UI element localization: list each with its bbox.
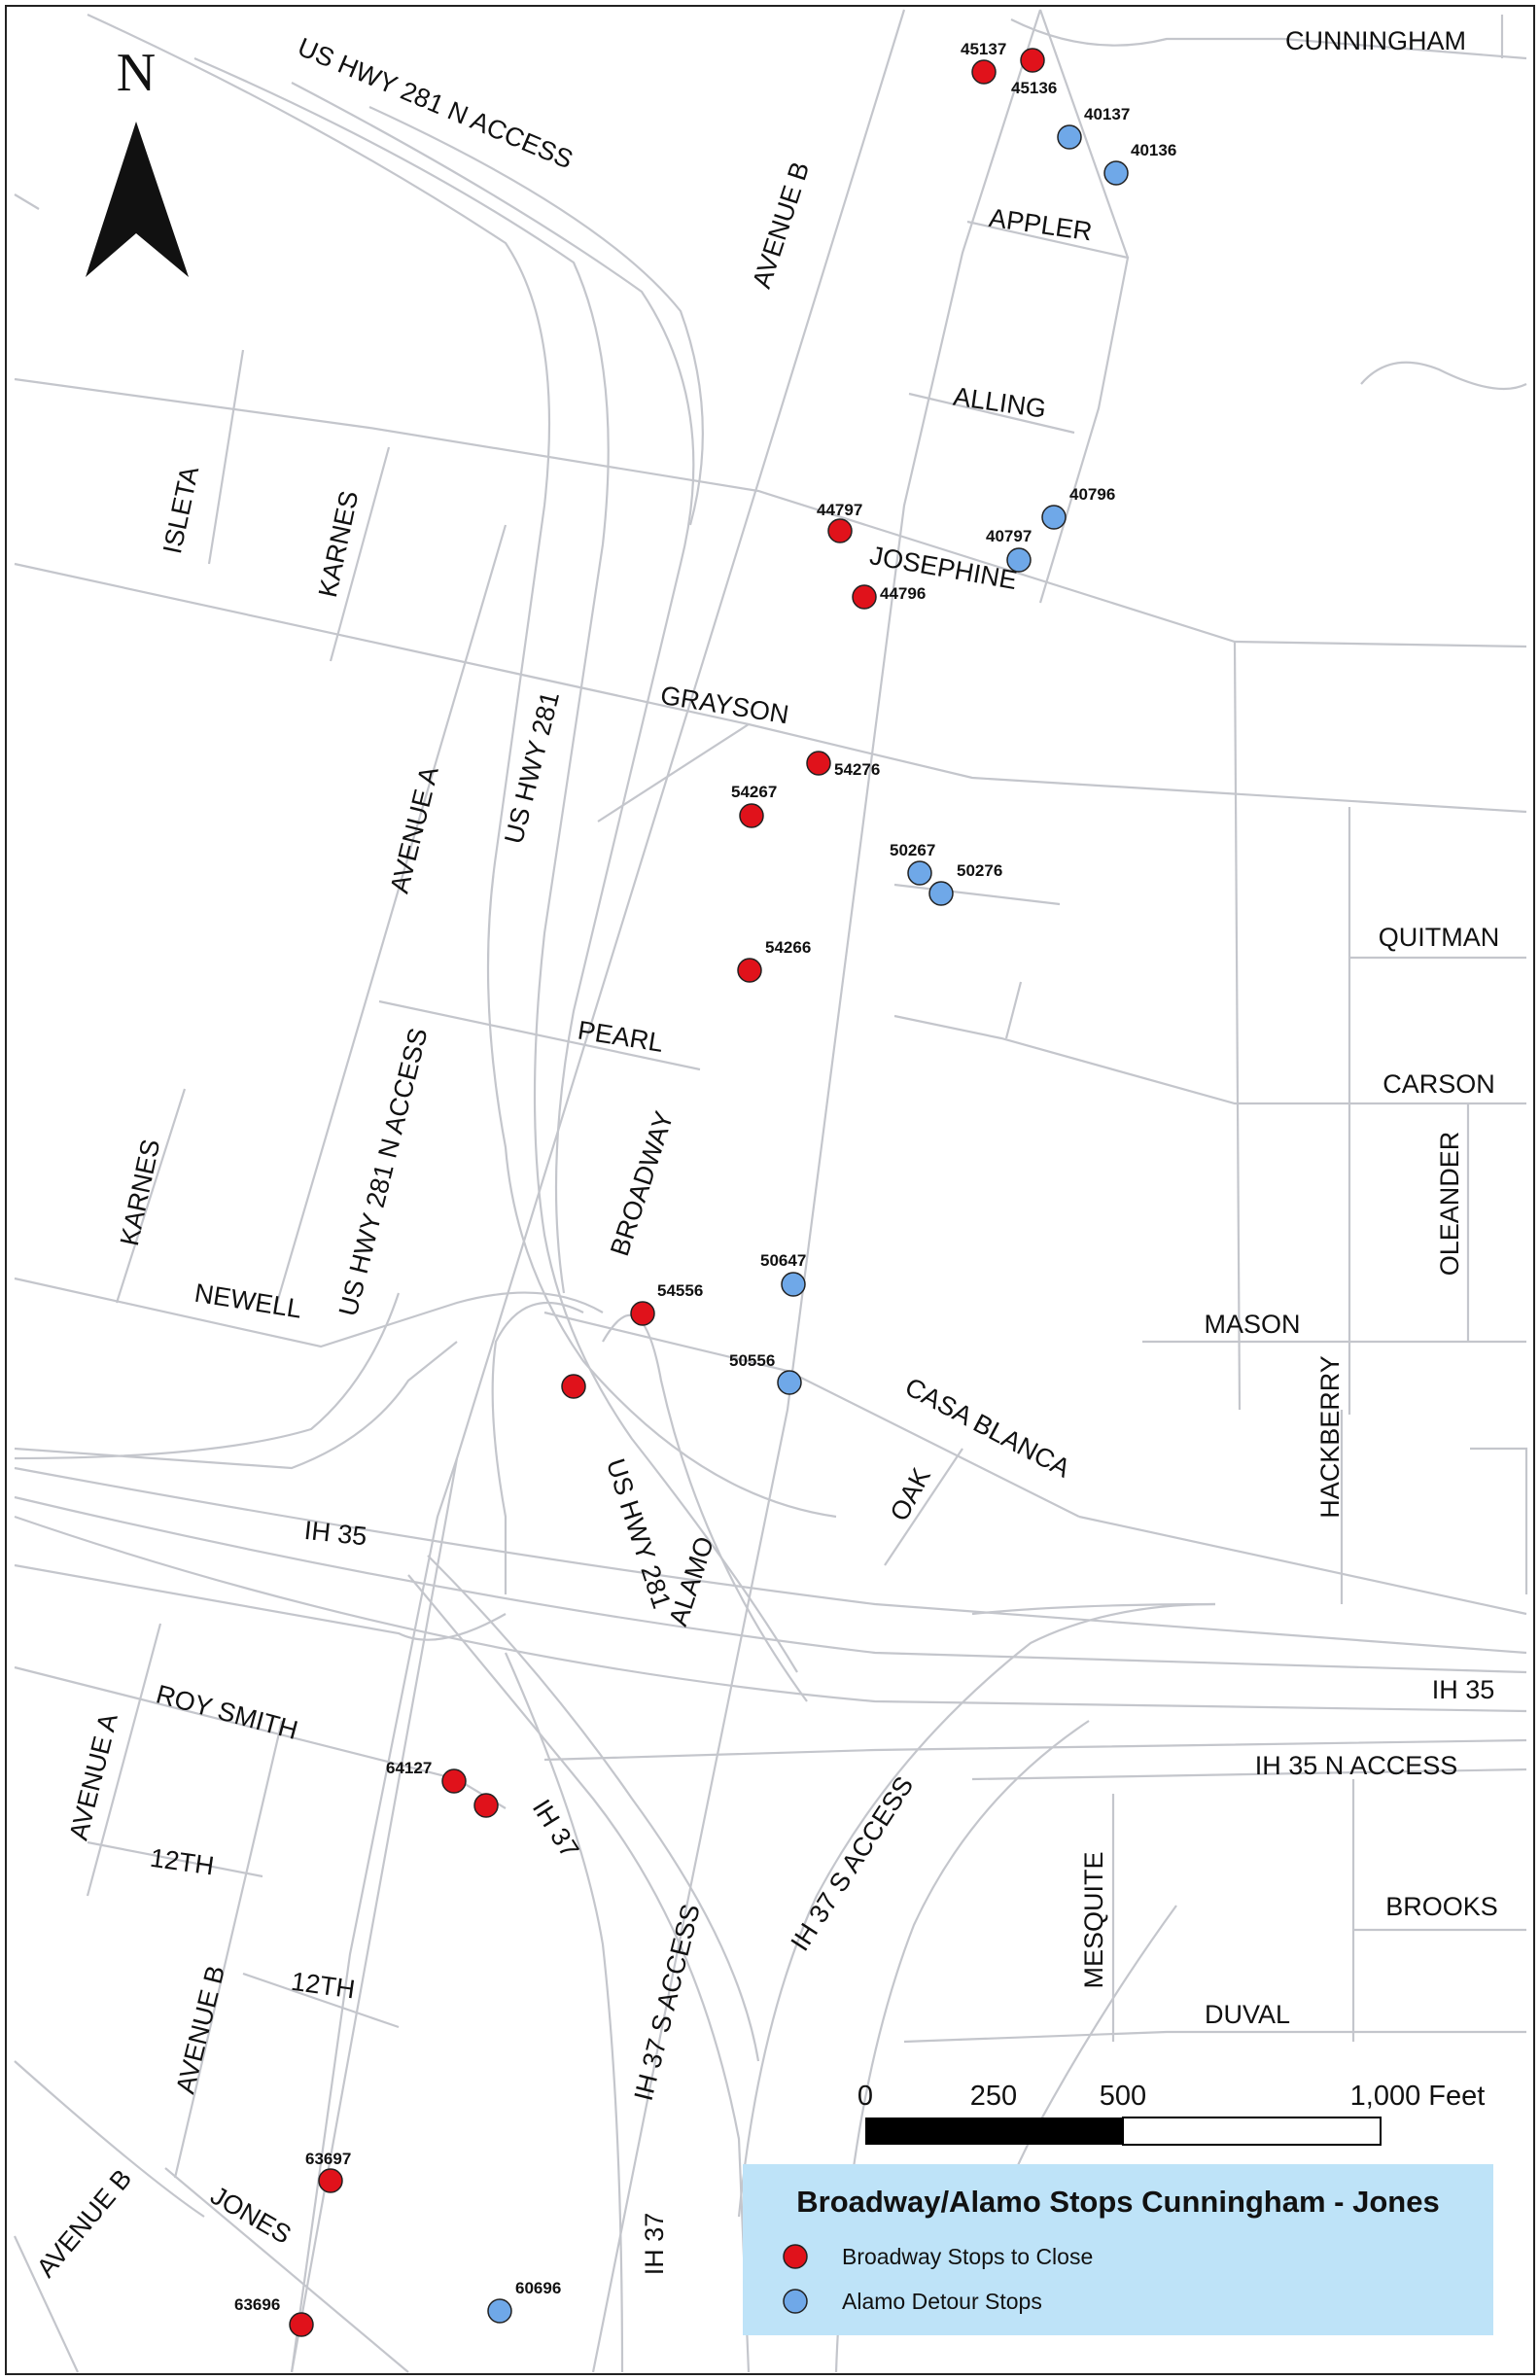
stop-label-50647: 50647 xyxy=(760,1251,806,1270)
broadway-stop-marker-18[interactable] xyxy=(473,1793,499,1818)
stop-label-63697: 63697 xyxy=(305,2150,351,2168)
legend-broadway-marker xyxy=(783,2244,808,2269)
stop-label-50267: 50267 xyxy=(890,841,935,859)
street-label-oleander-16: OLEANDER xyxy=(1435,1132,1464,1277)
stop-label-54276: 54276 xyxy=(834,760,880,779)
broadway-stop-marker-63696[interactable] xyxy=(289,2312,314,2337)
broadway-stop-marker-63697[interactable] xyxy=(318,2168,343,2193)
stop-label-54267: 54267 xyxy=(731,783,777,801)
alamo-stop-marker-50267[interactable] xyxy=(907,860,932,886)
stop-label-50276: 50276 xyxy=(957,861,1002,880)
stop-label-40137: 40137 xyxy=(1084,105,1130,123)
broadway-stop-marker-15[interactable] xyxy=(561,1374,586,1399)
stop-label-60696: 60696 xyxy=(515,2279,561,2297)
scale-segment-black xyxy=(865,2118,1123,2145)
alamo-stop-marker-40797[interactable] xyxy=(1006,547,1032,573)
legend-box xyxy=(743,2164,1493,2335)
street-label-ih-37-41: IH 37 xyxy=(640,2213,669,2276)
broadway-stop-marker-44796[interactable] xyxy=(852,584,877,610)
stop-label-54556: 54556 xyxy=(657,1281,703,1300)
north-arrow-icon xyxy=(86,122,189,277)
street-label-duval-38: DUVAL xyxy=(1205,2000,1290,2029)
legend-title: Broadway/Alamo Stops Cunningham - Jones xyxy=(796,2185,1439,2219)
stop-label-50556: 50556 xyxy=(729,1351,775,1370)
stop-label-40136: 40136 xyxy=(1131,141,1176,159)
street-label-mason-19: MASON xyxy=(1204,1310,1300,1339)
scale-tick-1000: 1,000 Feet xyxy=(1350,2081,1486,2112)
street-label-quitman-11: QUITMAN xyxy=(1379,923,1500,952)
alamo-stop-marker-60696[interactable] xyxy=(487,2298,512,2324)
broadway-stop-marker-45137[interactable] xyxy=(971,59,997,85)
street-label-ih-35-n-access-28: IH 35 N ACCESS xyxy=(1255,1751,1458,1780)
street-label-mesquite-33: MESQUITE xyxy=(1079,1851,1108,1988)
street-label-carson-13: CARSON xyxy=(1382,1069,1495,1099)
stop-label-54266: 54266 xyxy=(765,938,811,957)
broadway-stop-marker-54267[interactable] xyxy=(739,803,764,828)
alamo-stop-marker-50556[interactable] xyxy=(777,1370,802,1395)
broadway-stop-marker-54276[interactable] xyxy=(806,751,831,776)
stop-label-44796: 44796 xyxy=(880,584,926,603)
stop-label-44797: 44797 xyxy=(817,501,862,519)
stop-label-63696: 63696 xyxy=(234,2295,280,2314)
broadway-stop-marker-54266[interactable] xyxy=(737,958,762,983)
broadway-stop-marker-45136[interactable] xyxy=(1020,48,1045,73)
map-frame xyxy=(5,5,1535,2375)
alamo-stop-marker-50647[interactable] xyxy=(781,1272,806,1297)
legend-broadway-label: Broadway Stops to Close xyxy=(842,2244,1093,2269)
street-label-brooks-34: BROOKS xyxy=(1385,1892,1498,1921)
scale-tick-0: 0 xyxy=(858,2081,873,2112)
stop-label-45137: 45137 xyxy=(961,40,1006,58)
alamo-stop-marker-50276[interactable] xyxy=(928,881,954,906)
scale-segment-white xyxy=(1122,2117,1382,2146)
alamo-stop-marker-40136[interactable] xyxy=(1103,160,1129,186)
scale-bar: 0 250 500 1,000 Feet xyxy=(858,2081,1486,2146)
alamo-stop-marker-40137[interactable] xyxy=(1057,124,1082,150)
street-label-ih-35-23: IH 35 xyxy=(303,1516,368,1552)
stop-label-40796: 40796 xyxy=(1069,485,1115,504)
stop-label-64127: 64127 xyxy=(386,1759,432,1777)
legend-alamo-marker xyxy=(783,2289,808,2314)
stop-label-40797: 40797 xyxy=(986,527,1032,545)
stop-label-45136: 45136 xyxy=(1011,79,1057,97)
alamo-stop-marker-40796[interactable] xyxy=(1041,505,1067,530)
scale-tick-250: 250 xyxy=(970,2081,1017,2112)
north-arrow: N xyxy=(86,43,189,277)
broadway-stop-marker-44797[interactable] xyxy=(827,518,853,543)
road-network xyxy=(14,9,1528,2373)
scale-tick-500: 500 xyxy=(1100,2081,1146,2112)
street-label-hackberry-21: HACKBERRY xyxy=(1315,1355,1345,1519)
north-arrow-label: N xyxy=(117,43,156,103)
street-label-ih-35-26: IH 35 xyxy=(1432,1675,1495,1704)
broadway-stop-marker-54556[interactable] xyxy=(630,1301,655,1326)
broadway-stop-marker-64127[interactable] xyxy=(441,1768,467,1794)
legend: Broadway/Alamo Stops Cunningham - Jones … xyxy=(743,2164,1493,2335)
street-label-cunningham-0: CUNNINGHAM xyxy=(1285,26,1466,55)
legend-alamo-label: Alamo Detour Stops xyxy=(842,2289,1042,2314)
